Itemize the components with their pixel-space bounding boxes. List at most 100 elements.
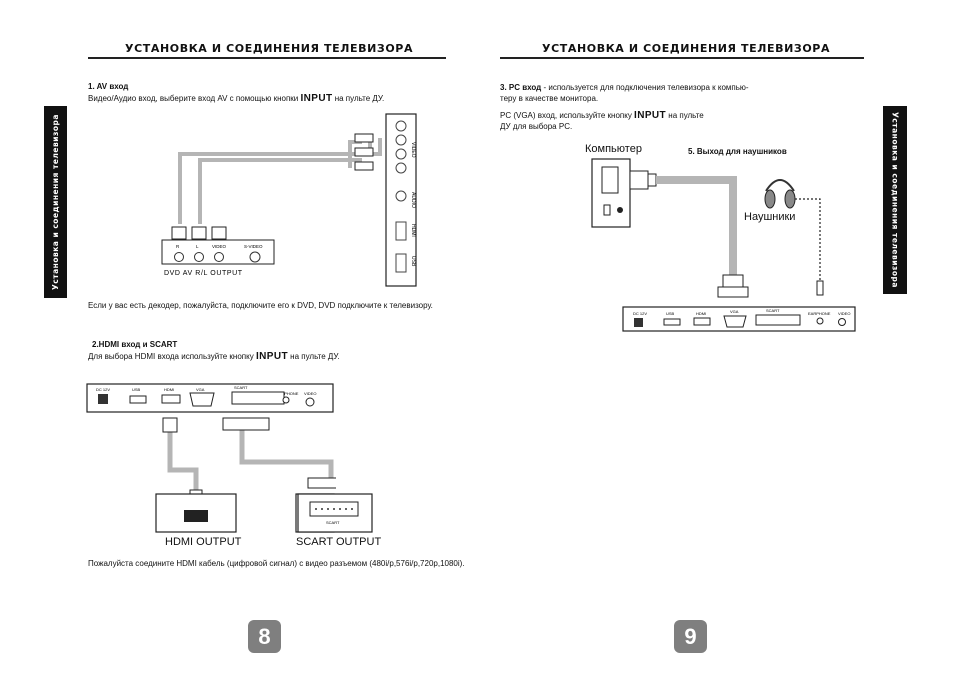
headphones-left-cup	[764, 189, 776, 209]
headphones-label: Наушники	[744, 211, 796, 223]
rca-plug-2	[354, 147, 374, 157]
port-label-earphone: EARPHONE	[276, 391, 299, 396]
page-title-right: УСТАНОВКА И СОЕДИНЕНИЯ ТЕЛЕВИЗОРА	[542, 42, 831, 55]
port-label-usb: USB	[132, 387, 141, 392]
hdmi-port	[161, 394, 181, 404]
headphones-right-cup	[784, 189, 796, 209]
pc-heading-line2: теру в качестве монитора.	[500, 94, 599, 103]
hdmi-instruction: Для выбора HDMI входа используйте кнопку…	[88, 351, 340, 362]
panel-label-hdmi: HDMI	[410, 224, 416, 237]
hdmi-scart-diagram: DC 12V USB HDMI VGA SCART EARPHONE VIDEO	[86, 383, 336, 533]
pc-instruction: PC (VGA) вход, используйте кнопку INPUT …	[500, 110, 704, 121]
input-key-label-2: INPUT	[255, 351, 288, 362]
pc-heading: 3. PC вход - используется для подключени…	[500, 82, 749, 93]
page-title-left: УСТАНОВКА И СОЕДИНЕНИЯ ТЕЛЕВИЗОРА	[125, 42, 414, 55]
page-number-left: 8	[248, 620, 281, 653]
dvd-label-l: L	[196, 244, 199, 249]
r-port-label-dc: DC 12V	[633, 311, 647, 316]
scart-plug-tv	[222, 417, 270, 431]
rca-plug-3	[354, 161, 374, 171]
headphones-heading: 5. Выход для наушников	[688, 147, 787, 156]
title-rule-left	[88, 57, 446, 59]
dvd-plug-2	[191, 226, 207, 240]
port-label-vga: VGA	[196, 387, 205, 392]
port-label-scart: SCART	[234, 385, 248, 390]
page-number-right: 9	[674, 620, 707, 653]
vga-plug-computer	[629, 170, 649, 190]
port-label-hdmi: HDMI	[164, 387, 174, 392]
dvd-plug-1	[171, 226, 187, 240]
pc-connection-diagram: DC 12V USB HDMI VGA SCART EARPHONE VIDEO	[591, 158, 856, 332]
usb-port-side	[395, 253, 407, 273]
pc-instruction-text: PC (VGA) вход, используйте кнопку	[500, 111, 635, 120]
av-instruction: Видео/Аудио вход, выберите вход AV с пом…	[88, 93, 384, 104]
side-tab-right: Установка и соединения телевизора	[883, 106, 907, 294]
dvd-label-svideo: S-VIDEO	[244, 244, 263, 249]
audio-jack	[395, 190, 407, 202]
scart-plug-device	[307, 477, 336, 489]
dvd-plug-3	[211, 226, 227, 240]
headphones-cable	[795, 198, 821, 283]
r-port-label-scart: SCART	[766, 308, 780, 313]
computer-label: Компьютер	[585, 143, 642, 155]
av-note: Если у вас есть декодер, пожалуйста, под…	[88, 301, 433, 310]
panel-label-video: VIDEO	[410, 142, 416, 158]
extra-jack	[395, 162, 407, 174]
hdmi-plug-tv	[162, 417, 178, 433]
r-video-jack	[838, 318, 846, 326]
r-port-label-vga: VGA	[730, 309, 739, 314]
r-hdmi-port	[693, 317, 711, 326]
video-jack-rear	[305, 397, 315, 407]
pc-instruction-text-end: на пульте	[666, 111, 704, 120]
side-tab-left: Установка и соединения телевизора	[44, 106, 67, 298]
pc-heading-rest: - используется для подключения телевизор…	[541, 83, 749, 92]
hdmi-instruction-text-end: на пульте ДУ.	[287, 352, 340, 361]
r-dc-port	[634, 318, 643, 327]
pc-instruction-line2: ДУ для выбора PC.	[500, 122, 573, 131]
hdmi-heading: 2.HDMI вход и SCART	[92, 340, 178, 349]
computer-vga-port	[601, 166, 619, 194]
headphones-band	[765, 179, 795, 192]
video-jack	[395, 120, 407, 132]
usb-port	[129, 395, 147, 404]
r-jack	[395, 148, 407, 160]
input-key-label-3: INPUT	[634, 110, 667, 121]
panel-label-audio: AUDIO	[410, 192, 416, 208]
earphone-jack	[282, 396, 290, 404]
hdmi-port-side	[395, 221, 407, 241]
computer-usb-port	[603, 204, 611, 216]
rca-plug-1	[354, 133, 374, 143]
panel-label-usb: USB	[410, 256, 416, 267]
r-scart-port	[755, 314, 801, 326]
r-port-label-video: VIDEO	[838, 311, 850, 316]
headphones-plug	[816, 280, 824, 296]
input-key-label: INPUT	[300, 93, 333, 104]
scart-box-label: SCART	[326, 520, 340, 525]
r-usb-port	[663, 318, 681, 326]
r-port-label-hdmi: HDMI	[696, 311, 706, 316]
computer-audio-jack	[617, 207, 623, 213]
hdmi-output-port	[184, 510, 208, 522]
av-heading: 1. AV вход	[88, 82, 129, 91]
vga-cable	[656, 176, 737, 277]
hdmi-instruction-text: Для выбора HDMI входа используйте кнопку	[88, 352, 256, 361]
port-label-video: VIDEO	[304, 391, 316, 396]
hdmi-output-caption: HDMI OUTPUT	[165, 536, 242, 548]
pc-heading-bold: 3. PC вход	[500, 83, 542, 92]
l-jack	[395, 134, 407, 146]
vga-port	[189, 392, 215, 407]
r-port-label-earphone: EARPHONE	[808, 311, 831, 316]
av-connection-diagram: VIDEO AUDIO HDMI USB R L VIDEO S-VIDEO D…	[161, 113, 417, 287]
r-vga-port	[723, 315, 747, 328]
av-instruction-text-end: на пульте ДУ.	[332, 94, 385, 103]
hdmi-cable	[167, 432, 199, 492]
scart-port	[231, 391, 285, 405]
port-label-dc: DC 12V	[96, 387, 110, 392]
r-port-label-usb: USB	[666, 311, 675, 316]
av-instruction-text: Видео/Аудио вход, выберите вход AV с пом…	[88, 94, 301, 103]
scart-cable	[239, 430, 334, 480]
dvd-caption: DVD AV R/L OUTPUT	[164, 270, 243, 277]
scart-output-box: SCART	[297, 493, 373, 533]
r-earphone-jack	[816, 317, 824, 325]
dc-port	[98, 394, 108, 404]
